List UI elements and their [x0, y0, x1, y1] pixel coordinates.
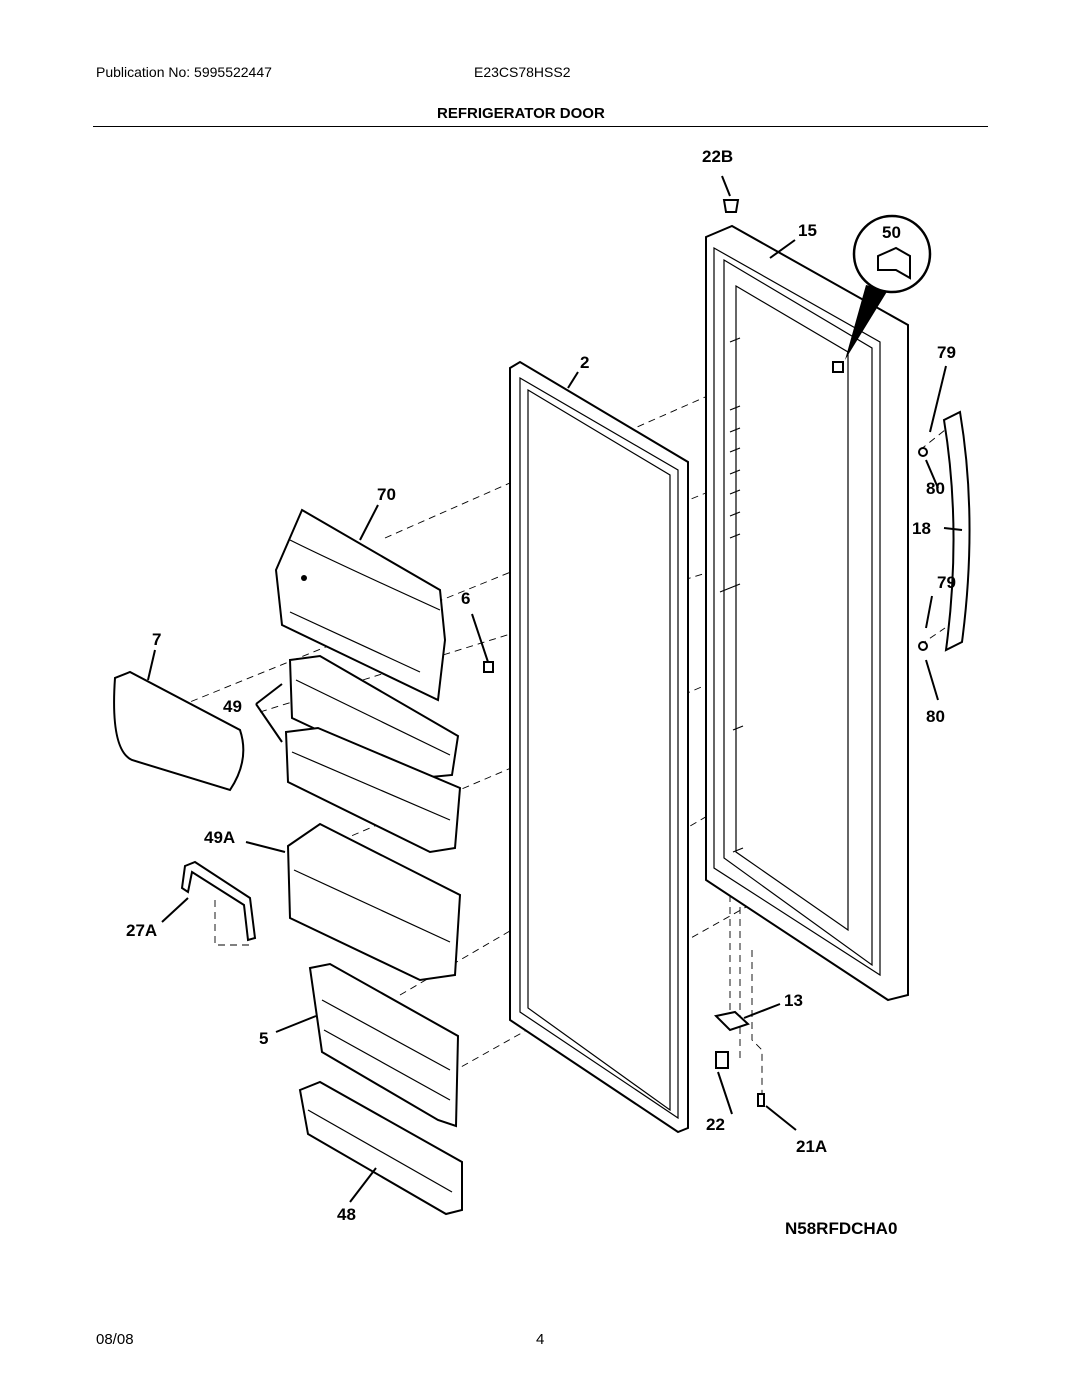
door-bin-upper: [288, 654, 460, 780]
callout-labels: 22B 15 50 2 79 70 80 18 6 79 7 49 80 49A…: [126, 147, 956, 1238]
bottom-hinge: [713, 1010, 765, 1107]
callout-80-lower: 80: [926, 707, 945, 726]
detail-magnifier: [845, 214, 932, 360]
hinge-bracket-icon: [832, 361, 844, 373]
dairy-compartment: [274, 508, 447, 702]
callout-22B: 22B: [702, 147, 733, 166]
diagram-code: N58RFDCHA0: [785, 1219, 897, 1238]
model-number: E23CS78HSS2: [474, 64, 571, 80]
bushing-icon: [715, 1051, 729, 1069]
door-bin-lower: [284, 726, 462, 854]
callout-5: 5: [259, 1029, 268, 1048]
hinge-cap-part: [721, 175, 740, 213]
callout-79-upper: 79: [937, 343, 956, 362]
screw-icon: [918, 641, 928, 651]
callout-leaders: [147, 239, 963, 1203]
footer-date: 08/08: [96, 1331, 134, 1348]
callout-15: 15: [798, 221, 817, 240]
callout-48: 48: [337, 1205, 356, 1224]
callout-27A: 27A: [126, 921, 157, 940]
page-number: 4: [536, 1331, 545, 1348]
door-handle: [918, 410, 971, 652]
shelf-supports: [719, 337, 744, 853]
callout-18: 18: [912, 519, 931, 538]
header-rule: [93, 126, 988, 127]
callout-50: 50: [882, 223, 901, 242]
refrigerator-door: [705, 224, 909, 1002]
callout-49: 49: [223, 697, 242, 716]
screw-icon: [918, 447, 928, 457]
callout-13: 13: [784, 991, 803, 1010]
callout-7: 7: [152, 630, 161, 649]
clip-part-icon: [483, 661, 494, 673]
dairy-door: [113, 670, 245, 792]
callout-2: 2: [580, 353, 589, 372]
callout-80-upper: 80: [926, 479, 945, 498]
callout-49A: 49A: [204, 828, 235, 847]
bottom-door-bin: [298, 1080, 463, 1216]
can-rack: [308, 962, 460, 1128]
section-title: REFRIGERATOR DOOR: [437, 105, 605, 122]
door-gasket: [509, 360, 689, 1134]
callout-21A: 21A: [796, 1137, 827, 1156]
publication-number: Publication No: 5995522447: [96, 64, 272, 80]
callout-79-lower: 79: [937, 573, 956, 592]
callout-22: 22: [706, 1115, 725, 1134]
callout-70: 70: [377, 485, 396, 504]
callout-6: 6: [461, 589, 470, 608]
door-bin-large: [286, 822, 462, 982]
screw-icon: [757, 1093, 765, 1107]
retainer-bar: [180, 860, 257, 942]
